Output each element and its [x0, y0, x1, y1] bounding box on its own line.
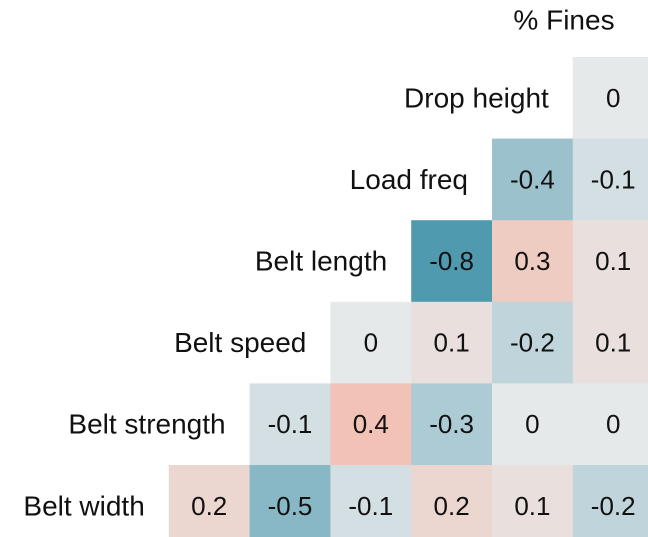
cell-value-label: 0.1 [514, 491, 550, 521]
cell-value-label: -0.1 [348, 491, 393, 521]
cell-value-label: 0.2 [191, 491, 227, 521]
cell-value-label: -0.2 [591, 491, 636, 521]
cell-value-label: 0.1 [595, 246, 631, 276]
heatmap-cell [572, 57, 648, 140]
cell-value-label: 0 [606, 83, 620, 113]
heatmap-cell [411, 465, 493, 537]
heatmap-cell [330, 383, 412, 466]
cell-value-label: -0.3 [429, 409, 474, 439]
heatmap-cell [330, 301, 412, 384]
heatmap-cell [411, 383, 493, 466]
cell-value-label: -0.1 [591, 164, 636, 194]
cell-value-label: -0.5 [268, 491, 313, 521]
cell-value-label: 0 [364, 328, 378, 358]
column-label-fines: % Fines [513, 5, 614, 36]
row-label: Belt speed [174, 327, 306, 358]
heatmap-cell [492, 383, 574, 466]
row-label: Belt length [255, 246, 387, 277]
heatmap-cell [572, 465, 648, 537]
cell-value-label: -0.4 [510, 164, 555, 194]
cell-value-label: 0.4 [353, 409, 389, 439]
heatmap-cells: 0 -0.4 -0.1 -0.8 0.3 0.1 0 0.1 -0.2 0.1 -0.1 0.4 -0.… [168, 57, 648, 537]
heatmap-cell [572, 301, 648, 384]
heatmap-cell [330, 465, 412, 537]
heatmap-cell [411, 301, 493, 384]
cell-value-label: 0.1 [434, 328, 470, 358]
cell-value-label: 0.2 [434, 491, 470, 521]
cell-value-label: 0.3 [514, 246, 550, 276]
heatmap-cell [492, 465, 574, 537]
heatmap-cell [492, 138, 574, 221]
heatmap-cell [492, 301, 574, 384]
row-label: Load freq [350, 164, 468, 195]
cell-value-label: 0.1 [595, 328, 631, 358]
cell-value-label: 0 [525, 409, 539, 439]
row-label: Belt strength [68, 409, 225, 440]
heatmap-cell [411, 220, 493, 303]
cell-value-label: -0.1 [268, 409, 313, 439]
heatmap-cell [168, 465, 251, 537]
heatmap-cell [492, 220, 574, 303]
cell-value-label: -0.2 [510, 328, 555, 358]
cell-value-label: 0 [606, 409, 620, 439]
heatmap-cell [249, 465, 331, 537]
heatmap-cell [249, 383, 331, 466]
heatmap-cell [572, 220, 648, 303]
row-label: Belt width [23, 490, 144, 521]
cell-value-label: -0.8 [429, 246, 474, 276]
row-label: Drop height [404, 82, 549, 113]
heatmap-cell [572, 138, 648, 221]
heatmap-cell [572, 383, 648, 466]
